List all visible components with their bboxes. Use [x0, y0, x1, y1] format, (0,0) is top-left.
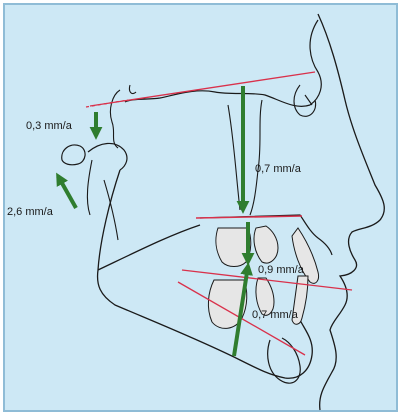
upper-molar — [216, 228, 251, 267]
mandible-alveolar-label: 0,7 mm/a — [252, 309, 299, 321]
occlusal-change-label: 0,9 mm/a — [258, 264, 305, 276]
ramus-growth-label: 2,6 mm/a — [7, 206, 54, 218]
maxilla-descent-label: 0,7 mm/a — [255, 163, 302, 175]
condyle-growth-label: 0,3 mm/a — [26, 120, 73, 132]
background-panel — [4, 4, 397, 411]
